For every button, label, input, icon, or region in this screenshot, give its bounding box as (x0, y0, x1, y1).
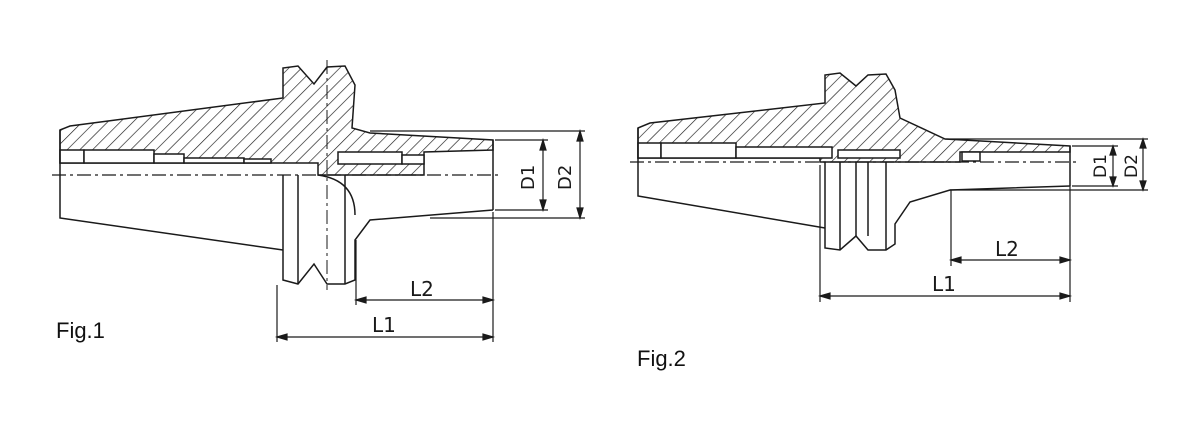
fig2-label-d2: D2 (1122, 154, 1142, 178)
fig1-taper-lower (59, 130, 284, 251)
fig1-label-d1: D1 (518, 165, 539, 190)
fig1-label-d2: D2 (555, 165, 576, 190)
fig2-bore-3 (735, 146, 833, 159)
fig1-bore-5 (243, 158, 272, 164)
fig2-bore-4 (837, 149, 901, 159)
fig2-drawing (630, 72, 1078, 251)
fig1-bore-1 (59, 149, 85, 164)
fig2-hatched-section (637, 72, 1071, 163)
fig2-dimensions (817, 137, 1148, 302)
fig1-caption: Fig.1 (56, 318, 105, 343)
fig1-dimensions (274, 128, 585, 342)
fig1-bore-2 (83, 149, 155, 164)
fig2-bore-1 (637, 142, 662, 159)
fig1-label-l2: L2 (410, 277, 434, 301)
fig2-label-l2: L2 (995, 237, 1019, 261)
fig1-bore-6 (337, 151, 403, 165)
fig1-groove-curve (317, 174, 356, 216)
fig2-flange-lower (824, 162, 1071, 251)
fig2-bore-5 (961, 151, 981, 162)
fig2-label-l1: L1 (932, 272, 956, 296)
fig1-bore-4 (183, 157, 245, 164)
fig2-caption: Fig.2 (637, 346, 686, 371)
fig2-label-d1: D1 (1091, 154, 1111, 178)
fig2-bore-2 (660, 142, 737, 159)
fig1-flange-lower (282, 175, 494, 285)
fig1-drawing (52, 60, 500, 290)
fig1-bore-7 (401, 154, 425, 165)
fig1-label-l1: L1 (372, 313, 396, 337)
fig1-bore-3 (153, 153, 185, 164)
fig2-taper-lower (637, 128, 826, 229)
